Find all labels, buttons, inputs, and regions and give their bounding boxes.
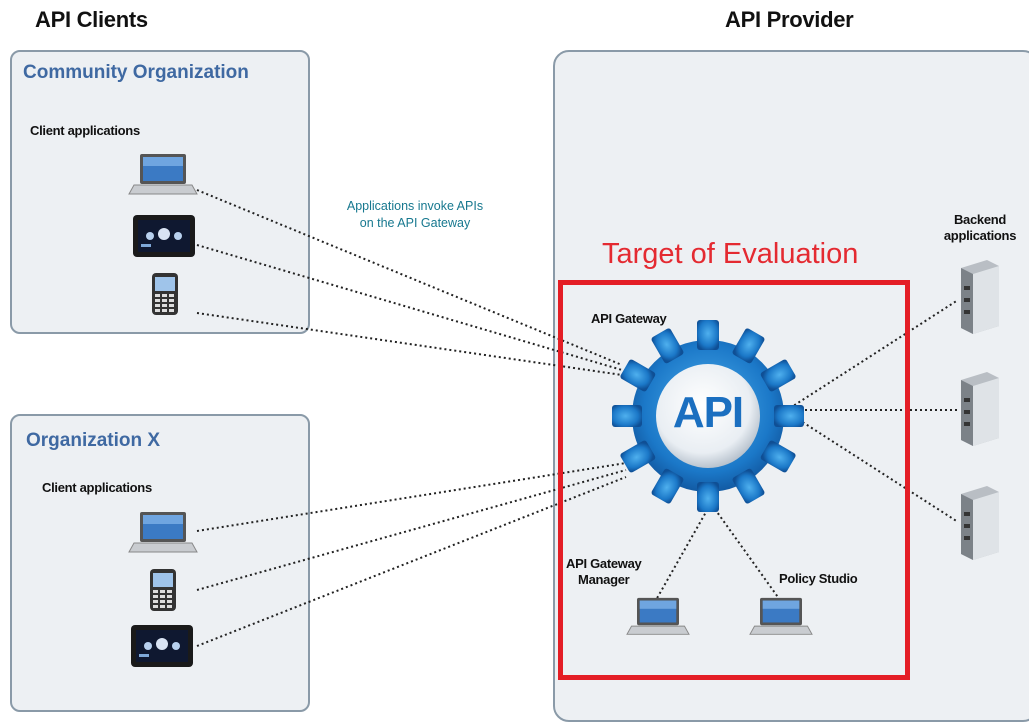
client-applications-label: Client applications: [30, 123, 140, 138]
backend-applications-line2: applications: [943, 228, 1017, 243]
connection-line: [196, 312, 623, 376]
backend-applications-line1: Backend: [953, 212, 1007, 227]
laptop-icon: [128, 154, 198, 195]
api-gateway-manager-line2: Manager: [578, 572, 630, 587]
laptop-icon: [749, 597, 813, 635]
connection-line: [789, 413, 959, 523]
laptop-icon: [626, 597, 690, 635]
connection-line: [789, 299, 959, 409]
connection-line: [655, 504, 711, 601]
connection-line: [196, 244, 623, 371]
api-clients-heading: API Clients: [35, 7, 148, 32]
server-icon: [961, 260, 999, 334]
invoke-apis-note-line1: Applications invoke APIs: [346, 199, 484, 213]
api-center-text: API: [672, 388, 744, 437]
target-of-evaluation-title: Target of Evaluation: [602, 238, 859, 270]
tablet-icon: [131, 625, 193, 667]
connection-line: [196, 189, 623, 366]
community-organization-title: Community Organization: [23, 62, 249, 83]
tablet-icon: [133, 215, 195, 257]
invoke-apis-note: Applications invoke APIs on the API Gate…: [330, 198, 500, 232]
api-provider-heading: API Provider: [725, 7, 854, 32]
api-gateway-manager-line1: API Gateway: [566, 556, 642, 571]
server-icon: [961, 486, 999, 560]
backend-applications-label: Backend applications: [932, 212, 1028, 244]
target-of-evaluation-box: [558, 280, 910, 680]
api-gateway-label: API Gateway: [591, 311, 667, 326]
policy-studio-label: Policy Studio: [779, 571, 858, 586]
server-icon: [961, 372, 999, 446]
gear-icon: [612, 320, 804, 512]
api-gateway-manager-label: API Gateway Manager: [566, 556, 642, 588]
connection-line: [196, 476, 627, 647]
phone-icon: [150, 569, 176, 611]
organization-x-title: Organization X: [26, 430, 161, 451]
phone-icon: [152, 273, 178, 315]
laptop-icon: [128, 512, 198, 553]
connection-line: [196, 469, 627, 591]
connection-line: [196, 462, 627, 532]
invoke-apis-note-line2: on the API Gateway: [359, 216, 471, 230]
client-applications-label: Client applications: [42, 480, 152, 495]
